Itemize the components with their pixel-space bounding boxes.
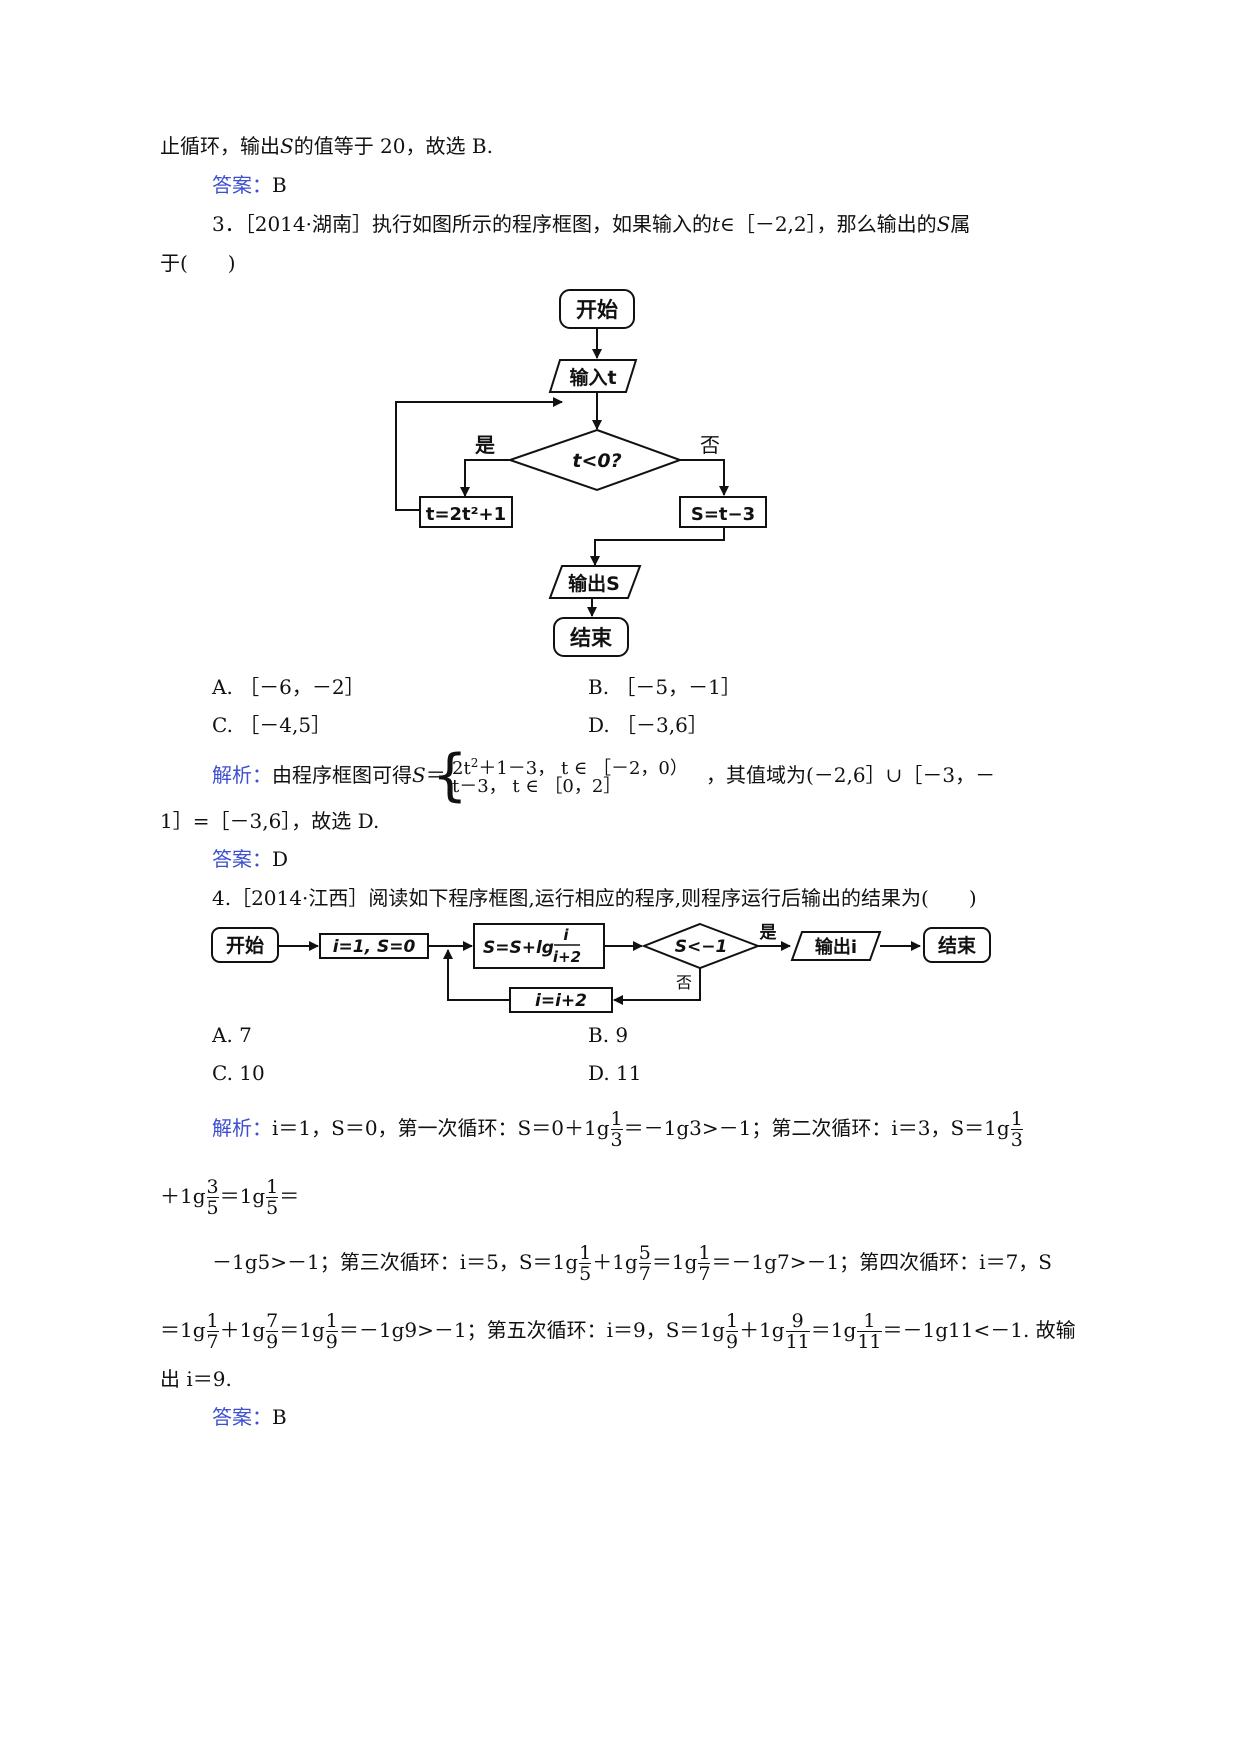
flow2-start-label: 开始 (226, 934, 264, 957)
q3-option-c: C. ［－4,5］ (212, 713, 332, 737)
flow-no-label: 否 (700, 433, 720, 457)
flow-decision-label: t<0? (572, 450, 621, 472)
flow2-inc-label: i=i+2 (535, 991, 587, 1011)
q3-option-d: D. ［－3,6］ (588, 713, 708, 737)
text-line-1: 止循环，输出S的值等于 20，故选 B. (160, 134, 493, 158)
flow-assign-s-label: S=t−3 (691, 504, 755, 525)
piecewise-case-1: 2t2＋1－3， t ∈ ［－2，0） (452, 756, 688, 779)
question-3-line-1: 3．［2014·湖南］执行如图所示的程序框图，如果输入的t∈［－2,2］，那么输… (212, 212, 971, 236)
answer-3: 答案：D (212, 847, 289, 871)
q3-option-a: A. ［－6，－2］ (212, 675, 365, 699)
q4-solution-line-5: 出 i＝9. (160, 1367, 232, 1391)
flow2-decision-label: S<−1 (675, 937, 728, 957)
question-3-line-2: 于( ) (160, 251, 236, 275)
q4-option-b: B. 9 (588, 1023, 629, 1047)
flow2-yes-label: 是 (760, 923, 777, 943)
flow-output-box (548, 565, 642, 599)
q4-option-c: C. 10 (212, 1061, 265, 1085)
flow2-output-label: 输出i (815, 936, 857, 958)
q3-solution-range: ，其值域为(－2,6］∪［－3，－ (706, 763, 996, 787)
flow2-frac-den: i+2 (553, 948, 581, 966)
flow2-update-label: S=S+lg (483, 938, 554, 958)
flow-assign-t-label: t=2t²+1 (426, 504, 506, 525)
flow-decision (506, 428, 683, 492)
answer-4: 答案：B (212, 1405, 287, 1429)
flow2-end-label: 结束 (938, 934, 977, 957)
q4-option-a: A. 7 (212, 1023, 252, 1047)
flow-end-label: 结束 (570, 626, 613, 650)
flow-input-label: 输入t (569, 366, 616, 389)
flowchart-q3: 开始 输入t t<0? 是 否 t=2t²+1 S=t−3 输出S 结束 (395, 289, 767, 657)
flow2-output-box (790, 931, 882, 961)
flow2-update-box (473, 923, 605, 969)
flow-end-box (553, 617, 629, 657)
flow-input-box (548, 359, 638, 393)
flow2-end-box (923, 927, 991, 963)
piecewise-brace: { (432, 743, 468, 808)
flowchart-q4: 开始 i=1, S=0 S=S+lg i i+2 S<−1 是 输出i 结束 否… (211, 922, 991, 1013)
flow-start-label: 开始 (576, 298, 618, 322)
flow-assign-t-box (419, 496, 513, 528)
q3-option-b: B. ［－5，－1］ (588, 675, 741, 699)
flow2-frac-num: i (563, 926, 569, 944)
flow-output-label: 输出S (568, 572, 620, 595)
flow2-no-label: 否 (676, 973, 692, 992)
answer-1: 答案：B (212, 173, 287, 197)
flow-yes-label: 是 (474, 433, 495, 457)
piecewise-case-2: t－3， t ∈ ［0，2］ (452, 776, 622, 797)
q3-solution-line-1: 解析：由程序框图可得S＝ (212, 763, 446, 787)
q4-option-d: D. 11 (588, 1061, 642, 1085)
question-4-line: 4.［2014·江西］阅读如下程序框图,运行相应的程序,则程序运行后输出的结果为… (212, 886, 977, 910)
flow2-init-label: i=1, S=0 (333, 937, 416, 957)
q3-solution-line-2: 1］=［－3,6］，故选 D. (160, 809, 380, 833)
